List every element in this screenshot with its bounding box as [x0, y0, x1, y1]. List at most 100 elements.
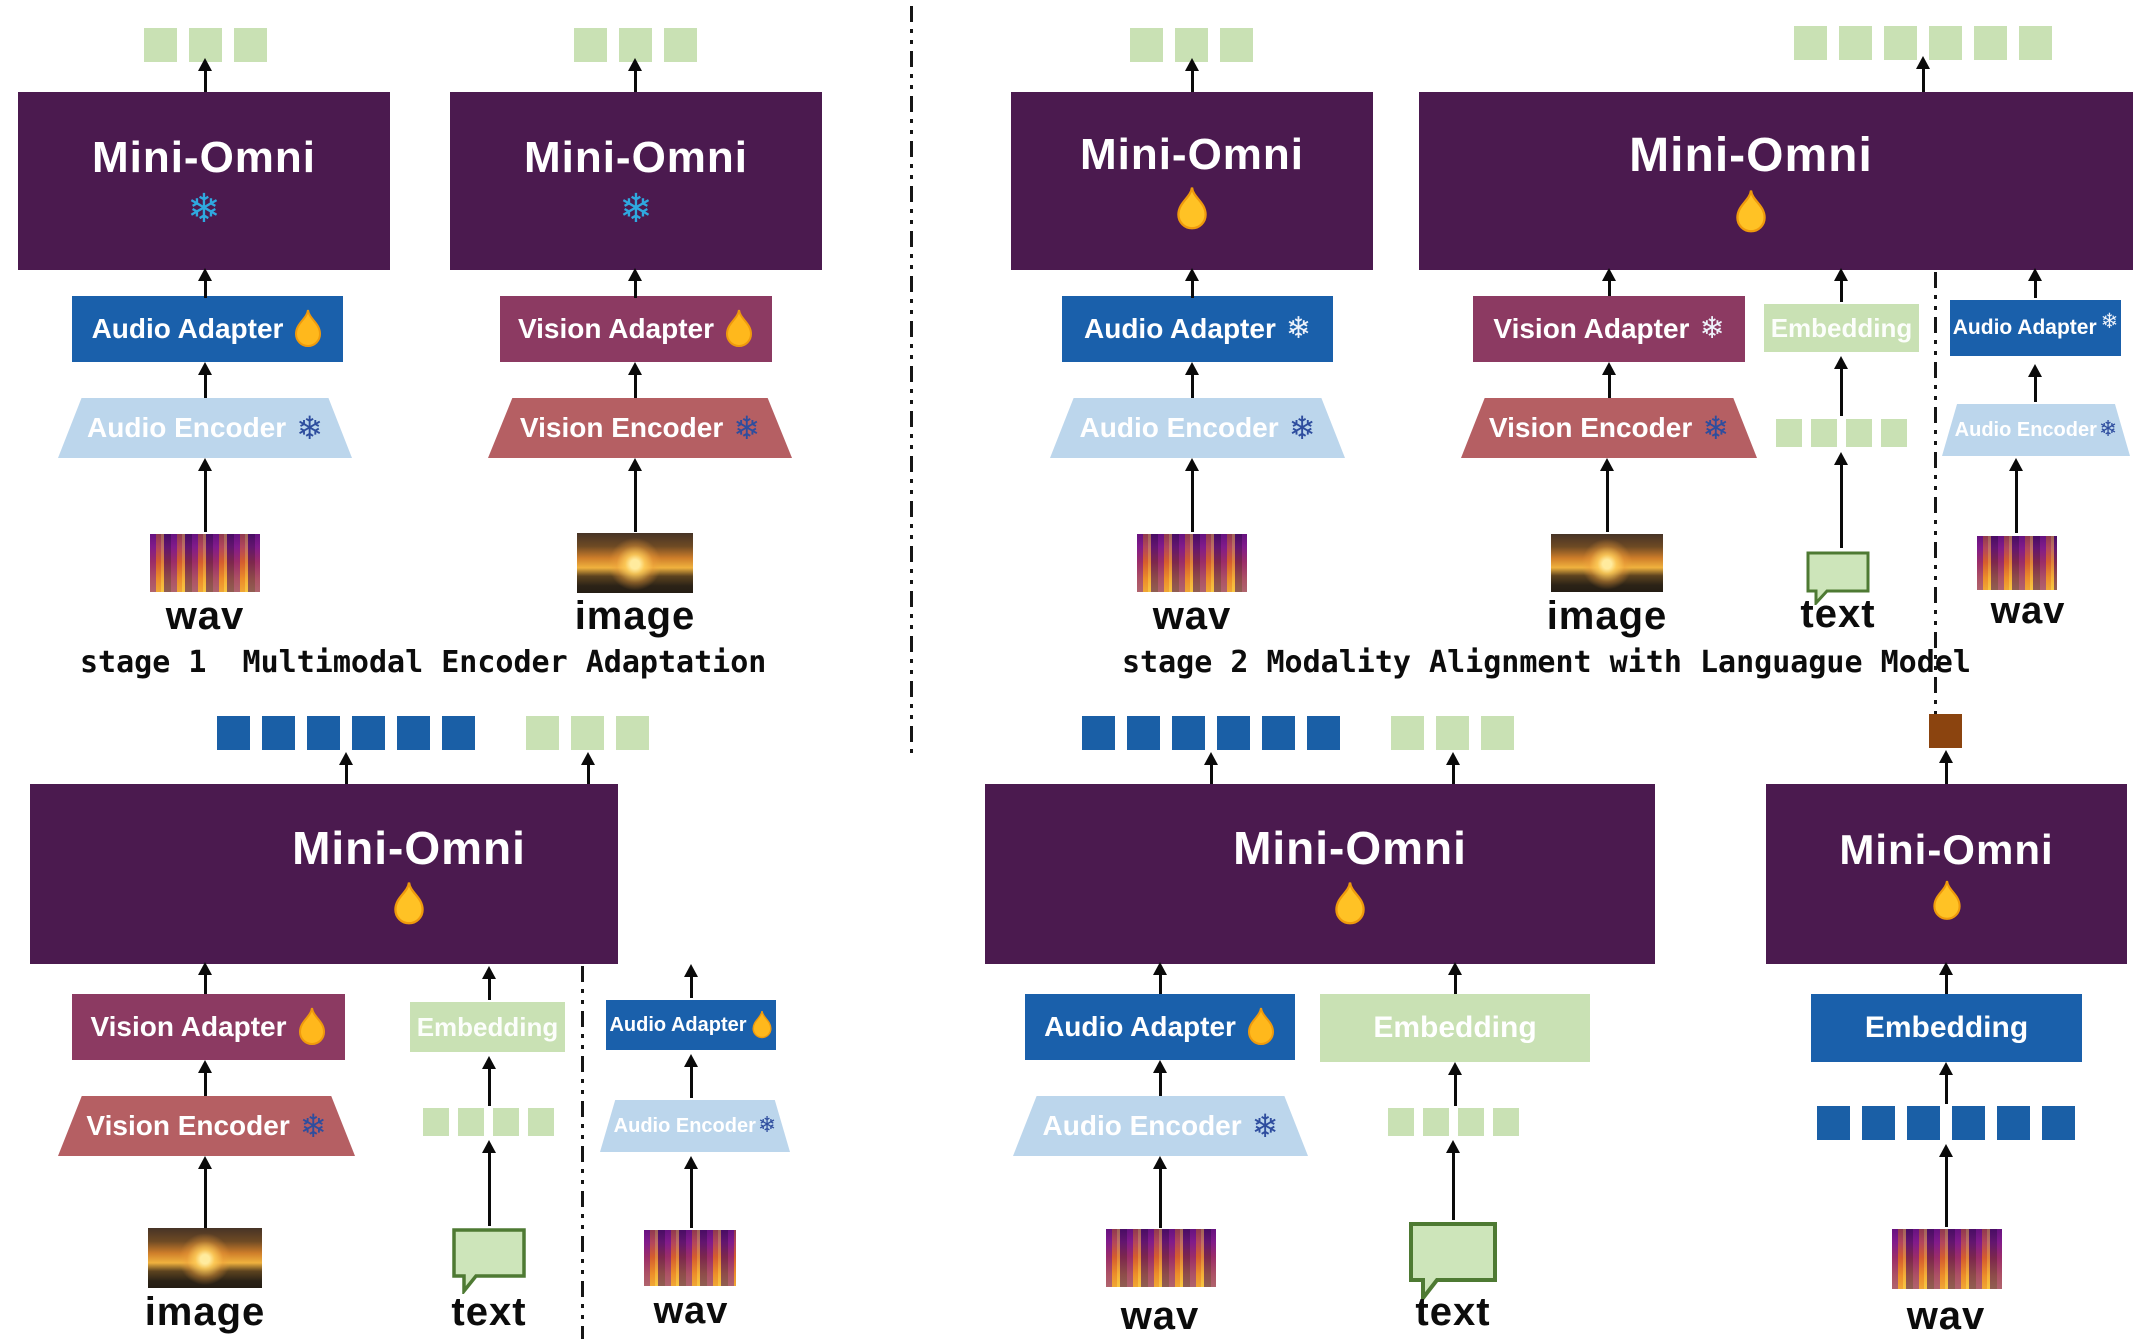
- flow-arrow-up: [627, 362, 643, 398]
- token-square: [442, 716, 475, 750]
- flow-arrow-up: [197, 362, 213, 398]
- adapter-label: Audio Adapter: [91, 313, 284, 344]
- model-name: Mini-Omni: [523, 133, 749, 182]
- stage2-inner-divider-line: [1934, 272, 1937, 744]
- token-square: [1881, 419, 1907, 447]
- stage2-small-audio-adapter-box: Audio Adapter ❄: [1950, 300, 2121, 356]
- input-label: wav: [1120, 1294, 1200, 1338]
- output-token-row: [1391, 716, 1514, 750]
- flow-arrow-up: [481, 966, 497, 1000]
- token-square: [619, 28, 652, 62]
- flow-arrow-up: [1915, 56, 1931, 92]
- embedding-label: Embedding: [1864, 1011, 2029, 1044]
- input-label: wav: [1990, 590, 2066, 632]
- token-square: [664, 28, 697, 62]
- token-square: [1262, 716, 1295, 750]
- token-square: [1997, 1106, 2030, 1140]
- flow-arrow-up: [683, 1156, 699, 1228]
- token-square: [458, 1108, 484, 1136]
- sunset-photo-image: [1551, 534, 1663, 592]
- stage2-audio-encoder-trapezoid: Audio Encoder ❄: [1050, 398, 1345, 458]
- flame-icon: [295, 309, 322, 347]
- sunset-photo-image: [577, 533, 693, 593]
- stage3-left-vision-adapter-box: Vision Adapter: [72, 994, 345, 1060]
- flow-arrow-up: [1184, 268, 1200, 298]
- stage3-right-embedding-box: Embedding: [1811, 994, 2082, 1062]
- stage3-left-vision-encoder-trapezoid: Vision Encoder ❄: [58, 1096, 355, 1156]
- flow-arrow-up: [1152, 962, 1168, 994]
- stage1-vision-adapter-box: Vision Adapter: [500, 296, 772, 362]
- stage3-middle-model-box: Mini-Omni: [985, 784, 1655, 964]
- flow-arrow-up: [1938, 1062, 1954, 1104]
- stage1-caption: stage 1 Multimodal Encoder Adaptation: [80, 645, 767, 680]
- stage3-middle-audio-encoder-trapezoid: Audio Encoder ❄: [1013, 1096, 1308, 1156]
- token-square: [1082, 716, 1115, 750]
- flow-arrow-up: [2008, 458, 2024, 533]
- token-square: [1220, 28, 1253, 62]
- wav-spectrogram-image: [1892, 1229, 2002, 1289]
- flow-arrow-up: [1833, 268, 1849, 302]
- flow-arrow-up: [197, 962, 213, 994]
- wav-spectrogram-image: [1137, 534, 1247, 592]
- snowflake-icon: ❄: [619, 186, 653, 232]
- snowflake-icon: ❄: [1699, 311, 1725, 346]
- token-square: [1952, 1106, 1985, 1140]
- model-name: Mini-Omni: [91, 133, 317, 182]
- input-label: text: [451, 1290, 527, 1334]
- adapter-label: Audio Adapter: [1044, 1011, 1236, 1042]
- stage3-right-model-box: Mini-Omni: [1766, 784, 2127, 964]
- text-bubble-icon: [1806, 551, 1870, 605]
- snowflake-icon: ❄: [296, 409, 323, 447]
- snowflake-icon: ❄: [299, 1107, 327, 1145]
- input-label: text: [1800, 592, 1876, 636]
- output-token-row: [144, 28, 267, 62]
- token-square: [1862, 1106, 1895, 1140]
- model-name: Mini-Omni: [1839, 826, 2054, 873]
- text-bubble-icon: [452, 1228, 526, 1294]
- token-square: [1307, 716, 1340, 750]
- token-square: [144, 28, 177, 62]
- input-label: wav: [653, 1290, 729, 1332]
- flow-arrow-up: [481, 1140, 497, 1226]
- token-square: [1436, 716, 1469, 750]
- token-square: [1794, 26, 1827, 60]
- encoder-label: Audio Encoder: [1079, 412, 1279, 443]
- token-square: [1929, 714, 1962, 748]
- encoder-label: Audio Encoder: [87, 412, 287, 443]
- token-square: [1811, 419, 1837, 447]
- stage2-audio-model-box: Mini-Omni: [1011, 92, 1373, 270]
- flow-arrow-up: [197, 1060, 213, 1096]
- wav-spectrogram-image: [1977, 536, 2057, 590]
- snowflake-icon: ❄: [2100, 308, 2119, 333]
- stage3-left-model-box: Mini-Omni: [30, 784, 618, 964]
- flow-arrow-up: [481, 1056, 497, 1106]
- flame-icon: [726, 309, 753, 347]
- flame-icon: [1177, 187, 1207, 230]
- flow-arrow-up: [1184, 58, 1200, 92]
- output-token-row: [526, 716, 649, 750]
- token-square: [1884, 26, 1917, 60]
- snowflake-icon: ❄: [1251, 1107, 1279, 1145]
- embedding-label: Embedding: [1770, 312, 1913, 343]
- stage-divider-line: [910, 6, 913, 754]
- flame-icon: [1335, 882, 1365, 925]
- token-square: [1493, 1108, 1519, 1136]
- flame-icon: [751, 1010, 772, 1039]
- output-token-row: [217, 716, 475, 750]
- snowflake-icon: ❄: [733, 409, 761, 447]
- encoder-label: Vision Encoder: [1488, 412, 1693, 443]
- output-token-row: [574, 28, 697, 62]
- encoder-label: Audio Encoder: [1042, 1110, 1242, 1141]
- stage1-vision-model-box: Mini-Omni ❄: [450, 92, 822, 270]
- output-token-row: [1929, 714, 1962, 748]
- stage2-vision-encoder-trapezoid: Vision Encoder ❄: [1461, 398, 1757, 458]
- input-label: text: [1415, 1290, 1491, 1334]
- output-token-row: [1082, 716, 1340, 750]
- flow-arrow-up: [1445, 1140, 1461, 1220]
- token-square: [1846, 419, 1872, 447]
- stage3-left-text-embedding-box: Embedding: [410, 1002, 565, 1052]
- stage3-middle-audio-adapter-box: Audio Adapter: [1025, 994, 1295, 1060]
- token-square: [423, 1108, 449, 1136]
- flow-arrow-up: [627, 58, 643, 92]
- stage2-audio-adapter-box: Audio Adapter ❄: [1062, 296, 1333, 362]
